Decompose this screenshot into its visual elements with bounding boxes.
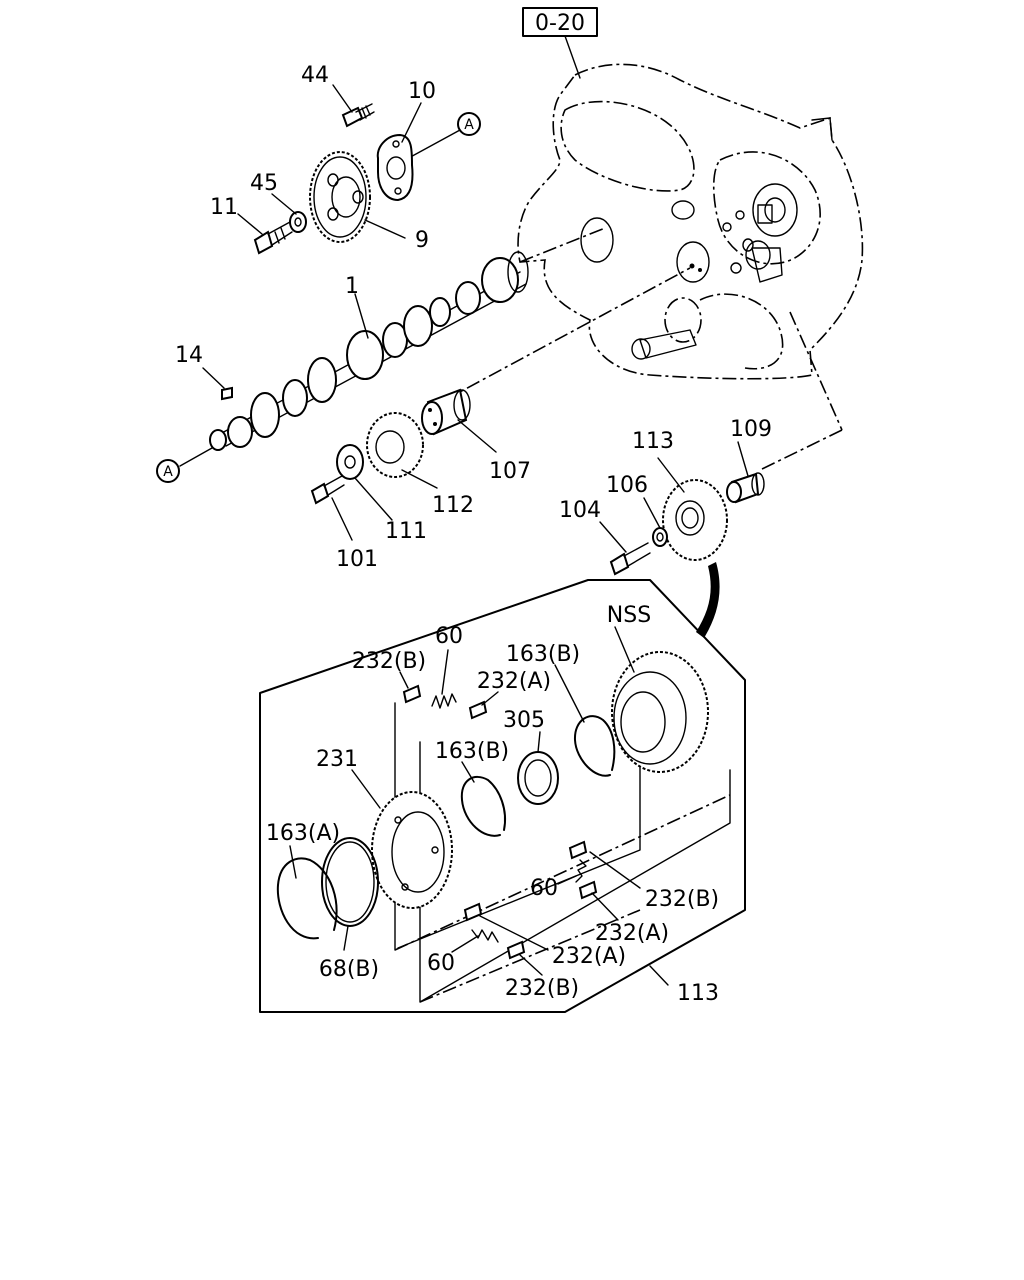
label-106: 106	[606, 473, 648, 498]
label-101: 101	[336, 547, 378, 572]
label-231: 231	[316, 747, 358, 772]
part-9-camshaft-gear	[309, 151, 371, 243]
label-111: 111	[385, 519, 427, 544]
part-163a-ring	[276, 857, 338, 940]
label-14: 14	[175, 343, 203, 368]
label-232a-b: 232(A)	[595, 921, 669, 946]
label-104: 104	[559, 498, 601, 523]
part-106-washer	[652, 527, 668, 547]
part-305-bearing	[517, 751, 559, 805]
part-112-idler-gear	[366, 412, 424, 478]
label-232b-c: 232(B)	[505, 976, 579, 1001]
part-113-gear-top	[662, 479, 728, 561]
part-45-washer	[289, 211, 307, 233]
part-232a-pin-c	[463, 902, 483, 922]
label-232b-b: 232(B)	[645, 887, 719, 912]
part-104-bolt	[609, 542, 651, 576]
label-163b-b: 163(B)	[435, 739, 509, 764]
part-107-shaft	[421, 388, 471, 436]
part-232a-pin-a	[468, 700, 488, 720]
part-232b-pin-c	[506, 940, 526, 960]
part-231-gear	[371, 791, 453, 909]
label-10: 10	[408, 79, 436, 104]
label-163a: 163(A)	[266, 821, 340, 846]
part-60-spring-b	[575, 859, 587, 883]
label-107: 107	[489, 459, 531, 484]
part-232b-pin-a	[402, 684, 422, 704]
part-60-spring-a	[431, 693, 457, 709]
engine-housing	[517, 63, 864, 380]
reference-label: 0-20	[535, 11, 585, 36]
part-163b-ring-middle	[460, 775, 506, 837]
label-60-b: 60	[530, 876, 558, 901]
part-11-bolt	[253, 221, 293, 255]
part-14-key	[221, 386, 233, 401]
leader-lines	[202, 84, 749, 986]
part-163b-ring-upper	[573, 715, 616, 777]
label-9: 9	[415, 228, 429, 253]
label-nss: NSS	[607, 603, 651, 628]
label-11: 11	[210, 195, 238, 220]
label-68b: 68(B)	[319, 957, 379, 982]
axis-lines	[179, 129, 843, 471]
label-113-top: 113	[632, 429, 674, 454]
svg-text:A: A	[163, 464, 173, 480]
label-1: 1	[345, 274, 359, 299]
part-101-bolt	[310, 475, 345, 505]
part-10-gasket	[376, 133, 414, 202]
label-44: 44	[301, 63, 329, 88]
label-305: 305	[503, 708, 545, 733]
callout-a-bottom: A	[156, 459, 180, 483]
part-60-spring-c	[471, 929, 499, 943]
callout-a-top: A	[457, 112, 481, 136]
part-labels: 44 10 45 11 9 1 14 107 112 111 101 113 1…	[175, 63, 772, 1006]
label-112: 112	[432, 493, 474, 518]
detail-box	[259, 579, 746, 1013]
part-109-shaft	[726, 472, 765, 504]
label-232b-a: 232(B)	[352, 649, 426, 674]
reference-box: 0-20	[522, 7, 598, 79]
label-60-a: 60	[435, 624, 463, 649]
part-111-thrust-plate	[336, 444, 364, 480]
part-44-bolt	[341, 103, 375, 128]
label-232a-c: 232(A)	[552, 944, 626, 969]
label-45: 45	[250, 171, 278, 196]
label-232a-a: 232(A)	[477, 669, 551, 694]
label-163b-a: 163(B)	[506, 642, 580, 667]
part-nss-gear	[611, 651, 709, 773]
part-232b-pin-b	[568, 840, 588, 860]
detail-arrow	[696, 562, 720, 638]
part-232a-pin-b	[578, 880, 598, 900]
label-60-c: 60	[427, 951, 455, 976]
label-113-bottom: 113	[677, 981, 719, 1006]
svg-text:A: A	[464, 117, 474, 133]
part-68b-ring	[321, 837, 379, 927]
label-109: 109	[730, 417, 772, 442]
part-1-camshaft	[209, 251, 529, 451]
